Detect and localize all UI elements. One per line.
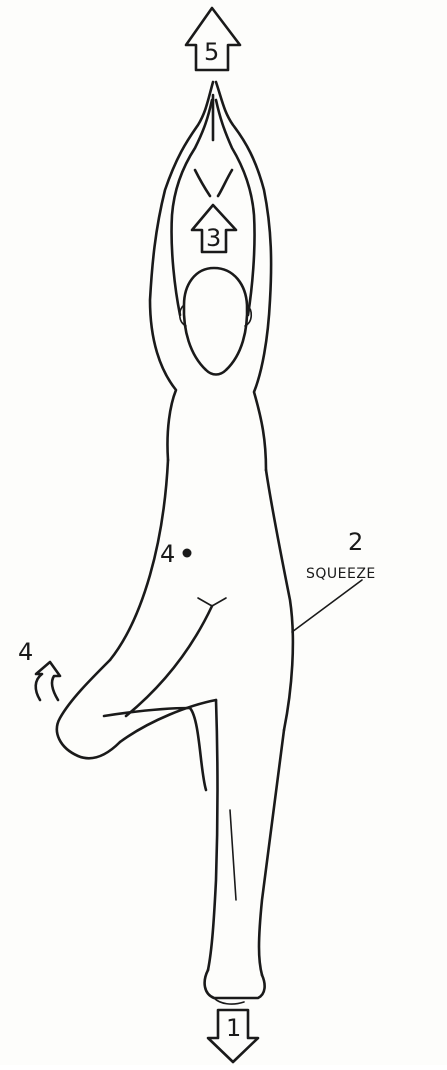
feet [205,970,265,1004]
knee-label: 4 [18,638,33,666]
bent-leg [57,598,226,790]
squeeze-annotation: 2 SQUEEZE [292,528,376,632]
hip-label: 4 [160,540,175,568]
stretch-up-label: 5 [204,38,219,66]
hip-marker: 4 [160,540,192,568]
ground-arrow: 1 [208,1010,258,1062]
head-up-label: 3 [206,224,221,252]
ground-label: 1 [226,1014,241,1042]
raised-arms [150,82,271,470]
standing-leg [208,700,284,975]
squeeze-text: SQUEEZE [306,566,376,582]
knee-rotation-arrow: 4 [18,638,60,700]
stretch-up-arrow: 5 [186,8,240,70]
torso [110,460,293,730]
head [180,268,252,375]
head-up-arrow: 3 [192,205,236,252]
squeeze-number: 2 [348,528,363,556]
